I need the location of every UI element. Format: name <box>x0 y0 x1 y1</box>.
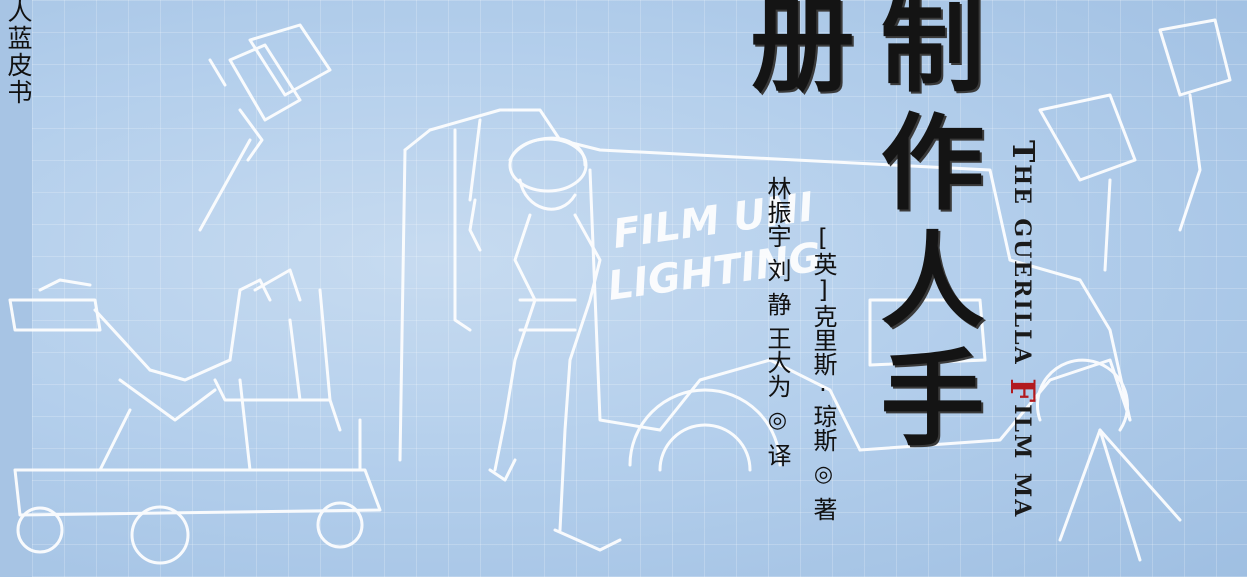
english-title-initial-t: T <box>1005 140 1040 165</box>
english-title-guerilla: GUERILLA <box>1009 218 1035 366</box>
translator-name-2a: 刘 <box>763 258 791 282</box>
author-credit: [英]克里斯·琼斯 ◎ 著 <box>808 224 838 521</box>
camera-dolly-icon <box>8 268 382 565</box>
translator-name-2b: 静 <box>763 292 791 316</box>
crew-member-figure-icon <box>468 136 622 552</box>
author-credit-mark: ◎ <box>811 462 836 487</box>
translator-name-3: 王大为 <box>763 326 791 398</box>
translator-role: 译 <box>763 443 791 467</box>
english-title-film-rest: ILM <box>1009 404 1035 461</box>
english-title-ma: MA <box>1009 472 1035 519</box>
author-role: 著 <box>809 497 837 521</box>
translator-name-1: 林振宇 <box>763 176 791 248</box>
book-main-title: 制作人手册 <box>732 0 984 462</box>
truck-outline-icon <box>398 108 1132 472</box>
book-english-title: THE GUERILLA FILM MA <box>1002 140 1042 518</box>
english-title-initial-f: F <box>1002 378 1042 405</box>
translator-credit-mark: ◎ <box>765 408 790 433</box>
english-title-the-rest: HE <box>1009 164 1035 206</box>
film-light-left-icon <box>198 23 332 232</box>
author-nationality: [英] <box>809 224 837 304</box>
author-name: 克里斯·琼斯 <box>809 304 837 452</box>
series-title: 人蓝皮书 <box>4 0 33 106</box>
film-light-right-icon <box>1038 18 1232 562</box>
translator-credit: 林振宇刘静王大为 ◎ 译 <box>762 176 792 467</box>
